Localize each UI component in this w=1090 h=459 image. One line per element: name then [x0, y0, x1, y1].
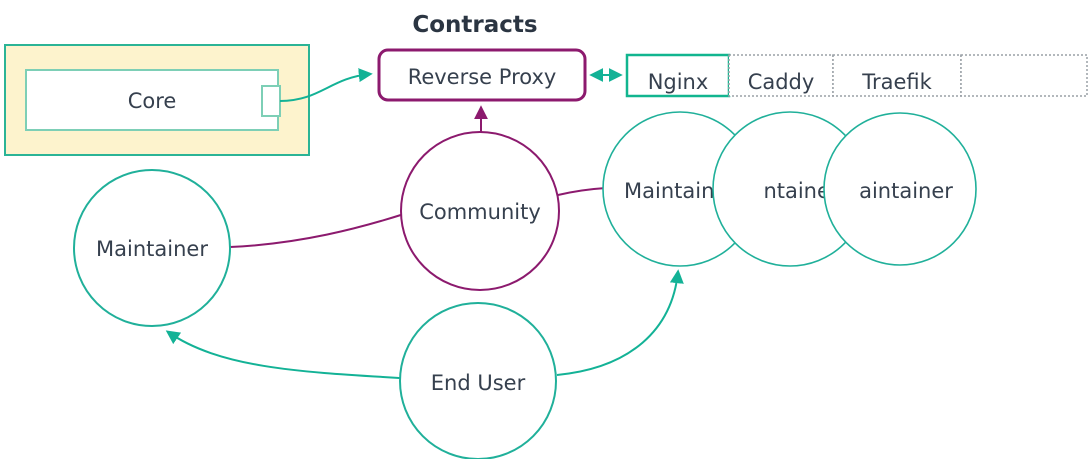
node-community-circle[interactable]	[400, 131, 560, 291]
edge-end-user-to-maintainer-left	[165, 330, 401, 379]
node-maintainer-left-label: Maintainer	[96, 237, 208, 261]
core-port-handle[interactable]	[261, 85, 281, 117]
node-community[interactable]: Community	[400, 131, 560, 291]
option-cell-traefik-label: Traefik	[861, 70, 932, 94]
option-cell-nginx-box[interactable]	[625, 53, 731, 98]
reverse-proxy-box[interactable]	[377, 48, 587, 102]
core-label: Core	[128, 89, 177, 113]
option-cell-caddy[interactable]: Caddy	[728, 54, 834, 97]
option-cell-traefik-box[interactable]	[832, 54, 962, 97]
edge-end-user-to-maintainer-1	[556, 269, 684, 376]
core-container[interactable]: Core	[4, 44, 310, 156]
option-cell-caddy-label: Caddy	[748, 70, 815, 94]
node-end-user-circle[interactable]	[399, 302, 557, 459]
edge-maintainer-left-to-community	[229, 213, 405, 248]
option-cell-empty[interactable]	[960, 54, 1088, 97]
core-inner-box[interactable]	[25, 69, 279, 131]
option-cell-nginx[interactable]: Nginx	[625, 53, 731, 98]
node-maintainer-left-circle[interactable]	[73, 169, 231, 327]
option-cell-traefik[interactable]: Traefik	[832, 54, 962, 97]
node-maintainer-left[interactable]: Maintainer	[73, 169, 231, 327]
page-title: Contracts	[412, 12, 537, 38]
reverse-proxy-label: Reverse Proxy	[408, 65, 557, 89]
option-cell-empty-box[interactable]	[960, 54, 1088, 97]
node-end-user[interactable]: End User	[399, 302, 557, 459]
node-maintainer-3-circle[interactable]	[823, 112, 977, 266]
edge-core-to-reverse-proxy	[279, 68, 373, 102]
edge-community-to-maintainer-1	[557, 187, 607, 196]
node-maintainer-3-label: aintainer	[859, 179, 953, 203]
reverse-proxy-node[interactable]: Reverse Proxy	[377, 48, 587, 102]
option-cell-nginx-label: Nginx	[648, 70, 709, 94]
option-cell-caddy-box[interactable]	[728, 54, 834, 97]
node-maintainer-3[interactable]: aintainer	[823, 112, 977, 266]
node-end-user-label: End User	[431, 371, 526, 395]
node-community-label: Community	[419, 200, 541, 224]
